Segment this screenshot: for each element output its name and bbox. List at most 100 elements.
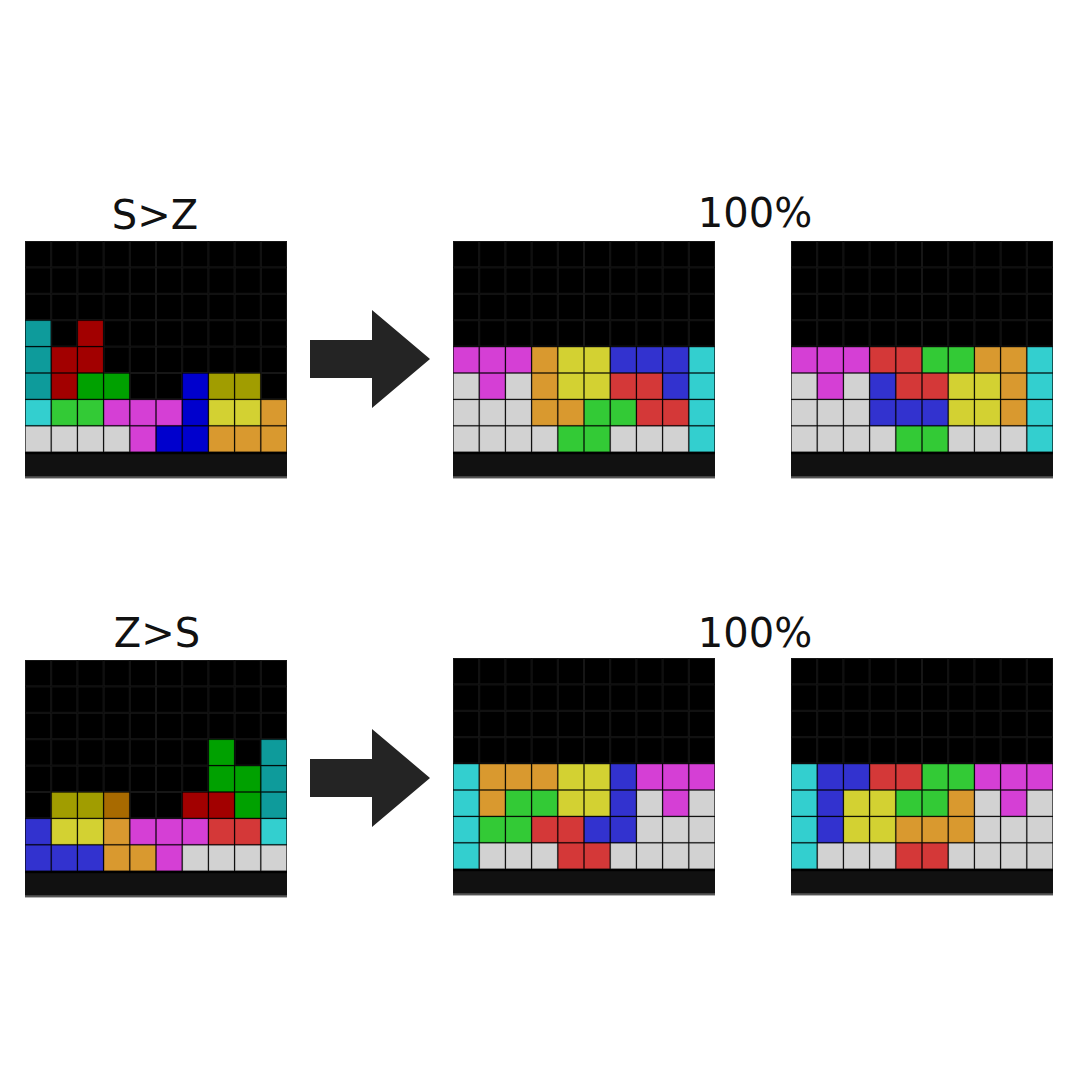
empty-cell [558, 711, 583, 736]
empty-cell [689, 268, 714, 293]
empty-cell [78, 766, 103, 791]
empty-cell [78, 268, 103, 293]
empty-cell [611, 294, 636, 319]
block-cell [104, 793, 129, 818]
empty-cell [130, 347, 155, 372]
block-cell [26, 426, 51, 451]
empty-cell [663, 659, 688, 684]
block-cell [844, 400, 869, 425]
block-cell [52, 347, 77, 372]
empty-cell [637, 659, 662, 684]
empty-cell [454, 321, 479, 346]
block-cell [1001, 764, 1026, 789]
block-cell [454, 400, 479, 425]
block-cell [532, 400, 557, 425]
block-cell [1027, 426, 1052, 451]
block-cell [949, 764, 974, 789]
board-floor-edge [453, 893, 715, 895]
empty-cell [157, 793, 182, 818]
empty-cell [130, 321, 155, 346]
empty-cell [611, 321, 636, 346]
empty-cell [975, 711, 1000, 736]
block-cell [532, 791, 557, 816]
block-cell [558, 400, 583, 425]
block-cell [209, 766, 234, 791]
empty-cell [792, 685, 817, 710]
block-cell [923, 817, 948, 842]
block-cell [689, 817, 714, 842]
block-cell [1001, 843, 1026, 868]
block-cell [923, 791, 948, 816]
block-cell [585, 764, 610, 789]
block-cell [896, 426, 921, 451]
block-cell [558, 843, 583, 868]
board-floor-edge [453, 476, 715, 478]
block-cell [480, 426, 505, 451]
block-cell [611, 426, 636, 451]
empty-cell [1027, 738, 1052, 763]
empty-cell [506, 294, 531, 319]
block-cell [923, 347, 948, 372]
block-cell [818, 764, 843, 789]
block-cell [949, 347, 974, 372]
block-cell [585, 347, 610, 372]
empty-cell [949, 685, 974, 710]
empty-cell [1001, 321, 1026, 346]
empty-cell [78, 687, 103, 712]
empty-cell [78, 661, 103, 686]
block-cell [558, 764, 583, 789]
empty-cell [209, 321, 234, 346]
block-cell [975, 347, 1000, 372]
empty-cell [663, 711, 688, 736]
empty-cell [611, 738, 636, 763]
empty-cell [818, 685, 843, 710]
success-rate: 100% [698, 613, 812, 653]
board-floor-edge [791, 893, 1053, 895]
empty-cell [1027, 659, 1052, 684]
empty-cell [130, 687, 155, 712]
empty-cell [454, 711, 479, 736]
block-cell [506, 817, 531, 842]
empty-cell [209, 242, 234, 267]
block-cell [261, 845, 286, 870]
block-cell [637, 791, 662, 816]
block-cell [949, 843, 974, 868]
block-cell [506, 843, 531, 868]
empty-cell [585, 659, 610, 684]
board-floor [25, 454, 287, 476]
empty-cell [480, 738, 505, 763]
block-cell [1027, 400, 1052, 425]
block-cell [506, 764, 531, 789]
empty-cell [637, 294, 662, 319]
block-cell [585, 374, 610, 399]
empty-cell [844, 659, 869, 684]
empty-cell [949, 659, 974, 684]
block-cell [663, 374, 688, 399]
empty-cell [235, 347, 260, 372]
empty-cell [870, 242, 895, 267]
empty-cell [896, 711, 921, 736]
empty-cell [558, 685, 583, 710]
empty-cell [130, 661, 155, 686]
empty-cell [532, 294, 557, 319]
empty-cell [235, 687, 260, 712]
block-cell [130, 845, 155, 870]
block-cell [792, 791, 817, 816]
empty-cell [261, 713, 286, 738]
empty-cell [183, 740, 208, 765]
empty-cell [949, 242, 974, 267]
block-cell [818, 843, 843, 868]
empty-cell [611, 711, 636, 736]
empty-cell [585, 242, 610, 267]
block-cell [130, 426, 155, 451]
empty-cell [157, 766, 182, 791]
empty-cell [183, 268, 208, 293]
empty-cell [130, 793, 155, 818]
right-arrow [310, 310, 430, 408]
block-cell [532, 426, 557, 451]
block-cell [157, 845, 182, 870]
block-cell [663, 347, 688, 372]
empty-cell [844, 321, 869, 346]
block-cell [183, 374, 208, 399]
empty-cell [870, 321, 895, 346]
